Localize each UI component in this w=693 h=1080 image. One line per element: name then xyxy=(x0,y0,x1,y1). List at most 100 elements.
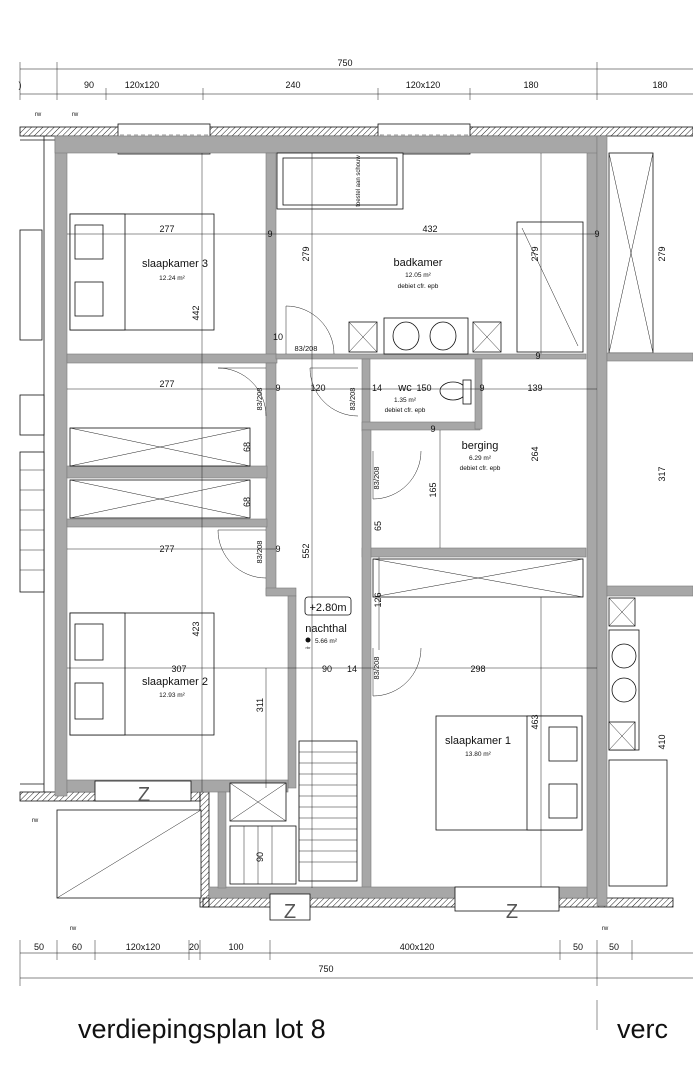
door-label-badkamer: 83/208 xyxy=(295,344,318,353)
wc-area: 1.35 m² xyxy=(394,397,417,404)
dim-top-window-1: 120x120 xyxy=(125,80,160,90)
svg-text:317: 317 xyxy=(657,466,667,481)
wc-note: debiet cfr. epb xyxy=(385,407,426,414)
badkamer-note: debiet cfr. epb xyxy=(398,283,439,290)
svg-text:279: 279 xyxy=(657,246,667,261)
rw-label-4: rw xyxy=(70,926,77,932)
neighbor-plan-title: verc xyxy=(617,1014,669,1044)
room-slaapkamer-3: slaapkamer 3 12.24 m² xyxy=(69,213,215,331)
svg-text:14: 14 xyxy=(347,664,357,674)
rw-label-2: rw xyxy=(72,112,79,118)
dim-bottom-50c: 50 xyxy=(609,942,619,952)
room-berging: berging 6.29 m² debiet cfr. epb xyxy=(460,440,501,472)
door-label-slaapkamer-2: 83/208 xyxy=(255,541,264,564)
dim-top-edge: ) xyxy=(19,80,22,90)
room-nachthal: +2.80m nachthal 5.66 m² rbr xyxy=(229,596,358,885)
door-label-wc: 83/208 xyxy=(348,388,357,411)
dim-bottom-60: 60 xyxy=(72,942,82,952)
neighbor-unit-left xyxy=(19,229,202,899)
svg-text:10: 10 xyxy=(273,332,283,342)
svg-text:165: 165 xyxy=(428,482,438,497)
svg-text:65: 65 xyxy=(373,521,383,531)
svg-text:139: 139 xyxy=(527,383,542,393)
svg-text:264: 264 xyxy=(530,446,540,461)
dim-top-180: 180 xyxy=(523,80,538,90)
room-badkamer: toestel aan schouw badkamer 12.05 m² deb… xyxy=(276,152,584,355)
interior-dimensions: 277 432 9 9 279 279 279 442 10 277 9 120… xyxy=(159,224,667,862)
dim-top-90: 90 xyxy=(84,80,94,90)
slaapkamer-1-name: slaapkamer 1 xyxy=(445,735,511,747)
dim-bottom-50b: 50 xyxy=(573,942,583,952)
svg-text:Z: Z xyxy=(138,784,150,806)
svg-text:9: 9 xyxy=(275,383,280,393)
svg-text:90: 90 xyxy=(322,664,332,674)
svg-text:279: 279 xyxy=(530,246,540,261)
svg-text:Z: Z xyxy=(506,901,518,923)
slaapkamer-1-area: 13.80 m² xyxy=(465,751,491,758)
dim-bottom-total: 750 xyxy=(318,964,333,974)
svg-text:150: 150 xyxy=(416,383,431,393)
rw-label-5: rw xyxy=(602,926,609,932)
svg-text:277: 277 xyxy=(159,544,174,554)
svg-text:Z: Z xyxy=(284,901,296,923)
slaapkamer-2-area: 12.93 m² xyxy=(159,692,185,699)
wc-name: wc xyxy=(397,382,412,394)
nachthal-name: nachthal xyxy=(305,623,347,635)
svg-text:9: 9 xyxy=(479,383,484,393)
dim-top-240: 240 xyxy=(285,80,300,90)
badkamer-area: 12.05 m² xyxy=(405,272,431,279)
door-label-slaapkamer-3: 83/208 xyxy=(255,388,264,411)
room-slaapkamer-2: slaapkamer 2 12.93 m² xyxy=(69,612,215,736)
svg-text:9: 9 xyxy=(430,424,435,434)
svg-text:126: 126 xyxy=(373,592,383,607)
dim-bottom-100: 100 xyxy=(228,942,243,952)
plan-title: verdiepingsplan lot 8 xyxy=(78,1014,326,1044)
dim-top-total-right: 180 xyxy=(652,80,667,90)
svg-text:9: 9 xyxy=(535,351,540,361)
svg-text:552: 552 xyxy=(301,543,311,558)
svg-text:279: 279 xyxy=(301,246,311,261)
nachthal-area: 5.66 m² xyxy=(315,638,338,645)
svg-text:9: 9 xyxy=(275,544,280,554)
dim-bottom-window-1: 120x120 xyxy=(126,942,161,952)
slaapkamer-2-name: slaapkamer 2 xyxy=(142,676,208,688)
svg-text:277: 277 xyxy=(159,379,174,389)
svg-text:277: 277 xyxy=(159,224,174,234)
svg-text:311: 311 xyxy=(255,698,265,712)
svg-text:463: 463 xyxy=(530,714,540,729)
door-label-berging: 83/208 xyxy=(372,467,381,490)
room-slaapkamer-1: slaapkamer 1 13.80 m² xyxy=(435,715,583,831)
wardrobes xyxy=(69,152,654,598)
top-dimensions: 750 180 90 120x120 240 120x120 180 ) xyxy=(19,58,693,100)
svg-text:9: 9 xyxy=(267,229,272,239)
svg-text:68: 68 xyxy=(242,497,252,507)
shower-note: toestel aan schouw xyxy=(356,155,362,207)
bottom-dimensions: 50 60 120x120 20 100 400x120 50 50 750 xyxy=(19,940,693,986)
svg-text:307: 307 xyxy=(171,664,186,674)
badkamer-name: badkamer xyxy=(394,257,443,269)
svg-text:120: 120 xyxy=(310,383,325,393)
svg-text:432: 432 xyxy=(422,224,437,234)
bottom-windows: Z Z Z xyxy=(94,780,560,923)
svg-text:68: 68 xyxy=(242,442,252,452)
dim-top-total: 750 xyxy=(337,58,352,68)
dim-bottom-50a: 50 xyxy=(34,942,44,952)
svg-text:442: 442 xyxy=(191,305,201,320)
slaapkamer-3-area: 12.24 m² xyxy=(159,275,185,282)
neighbor-unit-right xyxy=(606,352,693,887)
room-wc: wc 1.35 m² debiet cfr. epb xyxy=(385,379,472,414)
svg-text:298: 298 xyxy=(470,664,485,674)
svg-text:90: 90 xyxy=(255,852,265,862)
rw-label-1: rw xyxy=(35,112,42,118)
berging-note: debiet cfr. epb xyxy=(460,465,501,472)
svg-text:14: 14 xyxy=(372,383,382,393)
interior-dimension-lines xyxy=(67,153,597,888)
svg-text:9: 9 xyxy=(594,229,599,239)
svg-text:410: 410 xyxy=(657,734,667,749)
slaapkamer-3-name: slaapkamer 3 xyxy=(142,258,208,270)
dim-bottom-20: 20 xyxy=(189,942,199,952)
level-label: +2.80m xyxy=(310,602,347,614)
rw-label-3: rw xyxy=(32,818,39,824)
nachthal-note: rbr xyxy=(306,645,312,650)
